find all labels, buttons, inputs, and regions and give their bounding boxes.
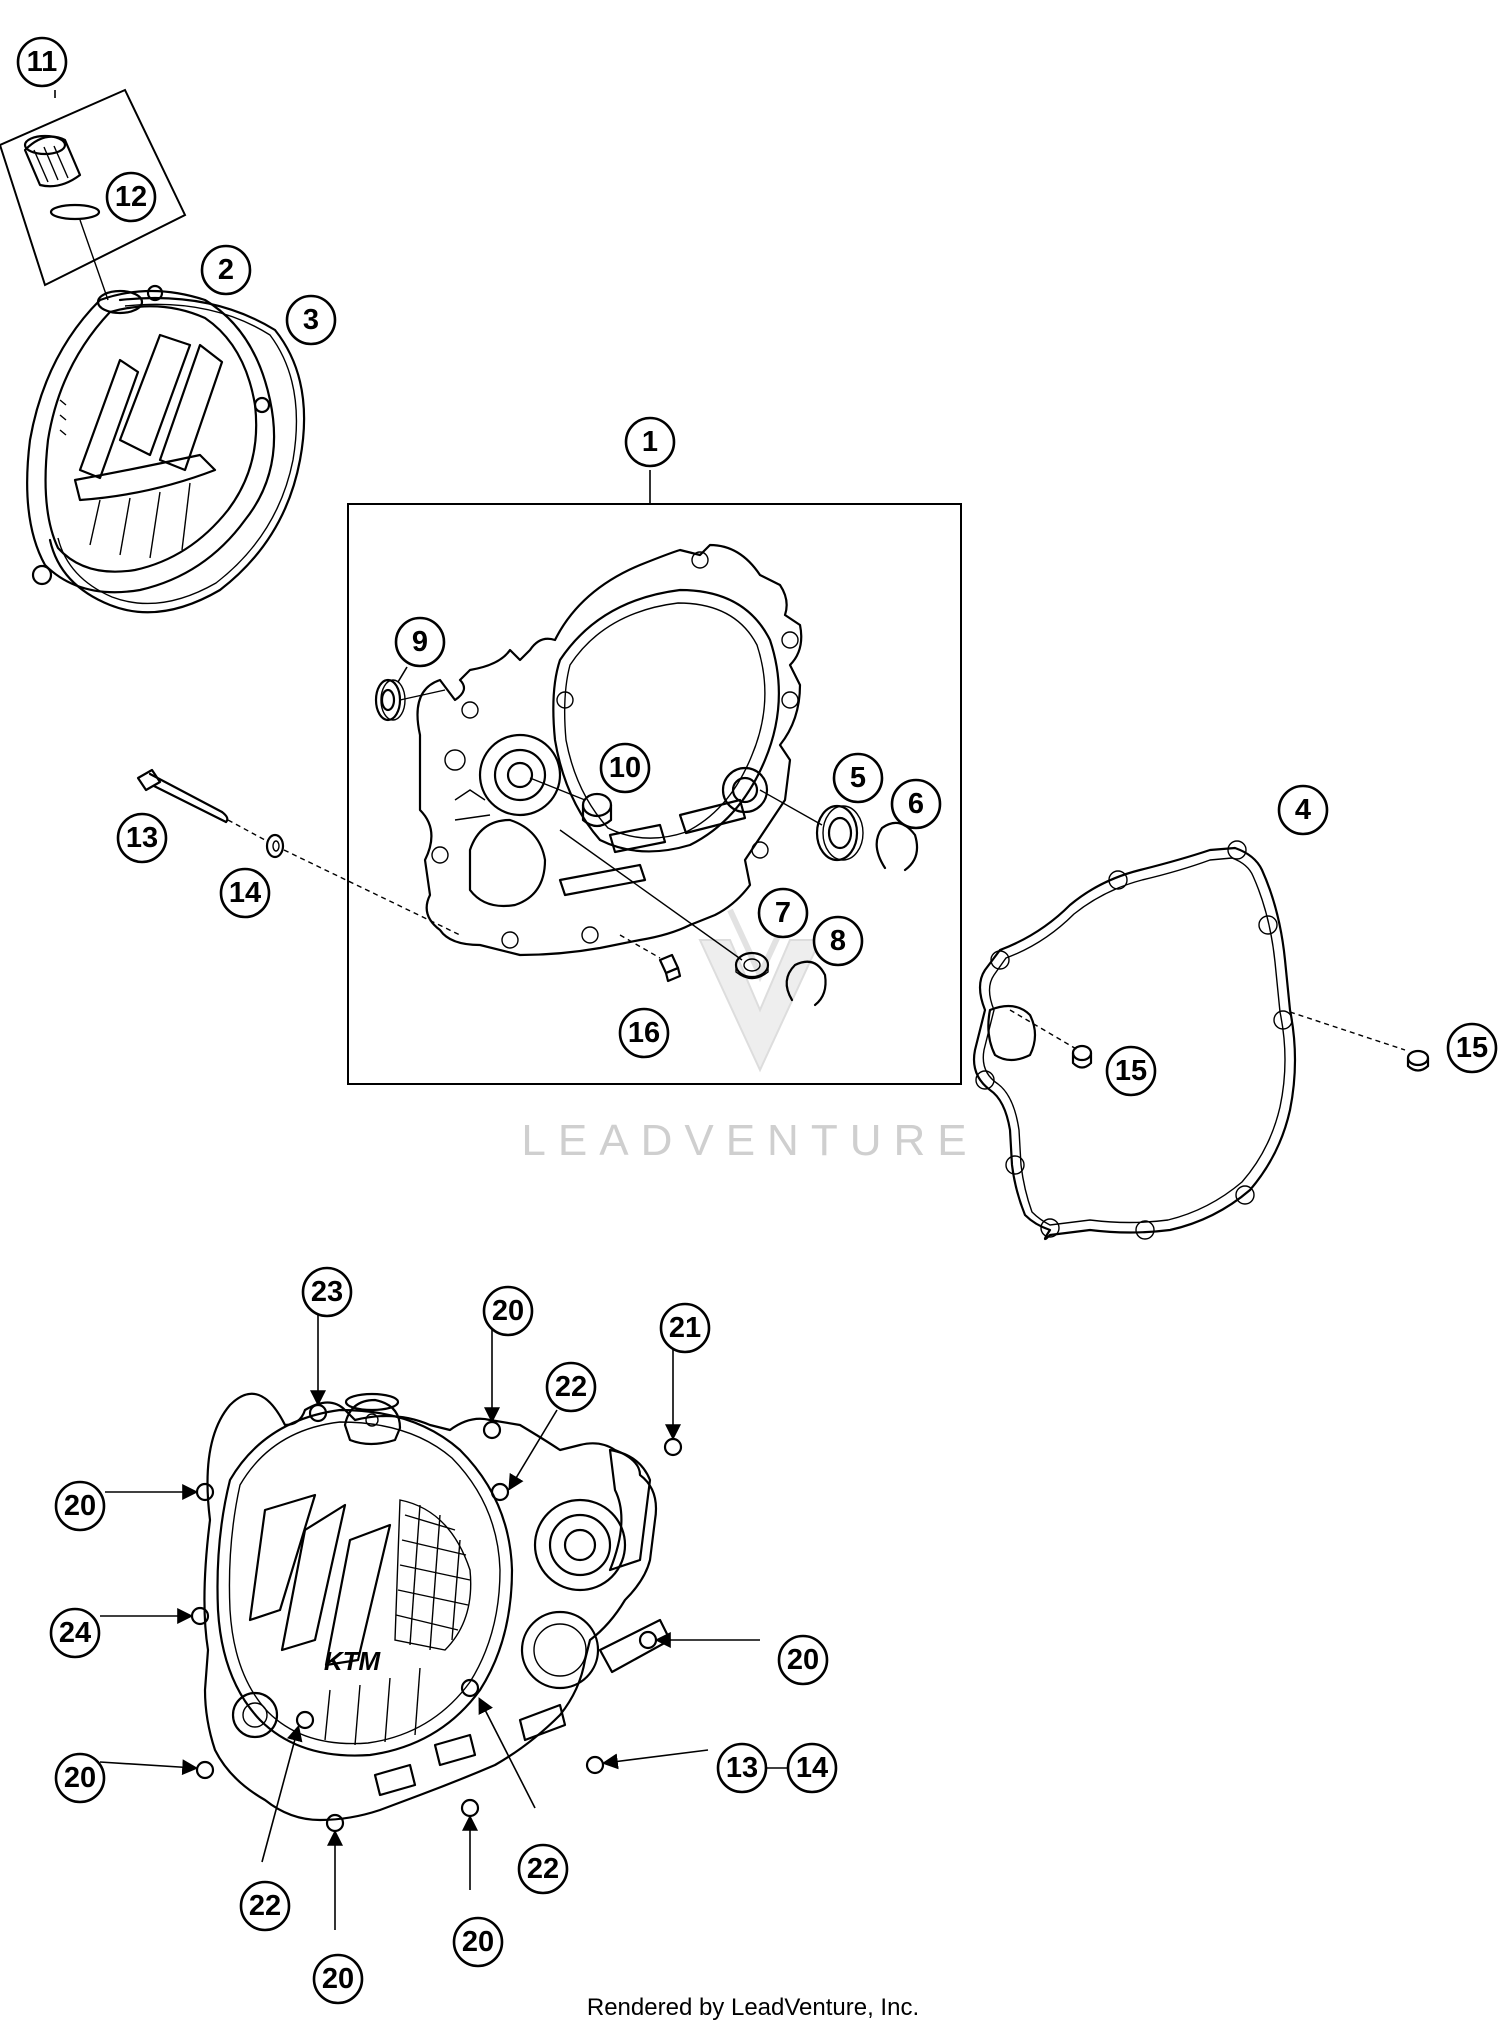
callout-20-bottom-right: 20: [452, 1916, 504, 1968]
svg-text:12: 12: [115, 181, 147, 213]
dowel-15-left: [1071, 1044, 1093, 1069]
svg-text:20: 20: [64, 1490, 96, 1522]
cover-bolts: [190, 1403, 683, 1833]
svg-text:3: 3: [303, 304, 319, 336]
svg-text:15: 15: [1456, 1032, 1488, 1064]
svg-text:2: 2: [218, 254, 234, 286]
callout-13-bottom: 13: [716, 1742, 768, 1794]
bearing-5: [815, 804, 864, 862]
vent-mesh: [394, 1499, 472, 1651]
plug-group-frame: [0, 88, 187, 287]
callout-8: 8: [812, 915, 864, 967]
callout-20-top: 20: [482, 1285, 534, 1337]
callout-7: 7: [757, 887, 809, 939]
svg-text:20: 20: [492, 1295, 524, 1327]
svg-text:1: 1: [642, 426, 658, 458]
callout-6: 6: [890, 778, 942, 830]
callout-20-bottom-left: 20: [312, 1953, 364, 2005]
circlip-8: [785, 960, 827, 1007]
assembled-clutch-cover: KTM: [203, 1392, 672, 1822]
inner-clutch-cover-assembly: [347, 470, 962, 1085]
svg-text:4: 4: [1295, 794, 1311, 826]
callout-13: 13: [116, 812, 168, 864]
svg-text:8: 8: [830, 925, 846, 957]
svg-text:6: 6: [908, 788, 924, 820]
callout-23: 23: [301, 1266, 353, 1318]
callout-21: 21: [659, 1302, 711, 1354]
svg-text:7: 7: [775, 897, 791, 929]
watermark-text: LEADVENTURE: [521, 1116, 978, 1165]
upper-leaders: [54, 90, 408, 683]
callout-15-left: 15: [1105, 1045, 1157, 1097]
outer-cover-o-ring: [48, 296, 306, 614]
svg-text:16: 16: [628, 1017, 660, 1049]
credit-text: Rendered by LeadVenture, Inc.: [587, 1994, 919, 2021]
callout-10: 10: [599, 742, 651, 794]
cover-logo: KTM: [324, 1646, 382, 1676]
callout-12: 12: [105, 171, 157, 223]
callout-20-left-lower: 20: [54, 1752, 106, 1804]
svg-text:23: 23: [311, 1276, 343, 1308]
svg-text:11: 11: [27, 46, 58, 78]
callout-2: 2: [200, 244, 252, 296]
plug-o-ring: [49, 203, 101, 221]
callouts: 11 12 2 3 1 9 10 5 6 4 13 14 7 8 16 15 1…: [16, 36, 1498, 2005]
svg-text:20: 20: [322, 1963, 354, 1995]
svg-text:10: 10: [609, 752, 641, 784]
callout-22-right: 22: [517, 1843, 569, 1895]
assembly-frame: [347, 503, 962, 1085]
svg-text:22: 22: [555, 1371, 587, 1403]
outer-clutch-cover-group: [0, 88, 306, 614]
svg-text:9: 9: [412, 626, 428, 658]
svg-text:14: 14: [796, 1752, 828, 1784]
callout-14: 14: [219, 867, 271, 919]
svg-text:13: 13: [126, 822, 158, 854]
callout-1: 1: [624, 416, 676, 468]
circlip-6: [875, 821, 919, 872]
filler-cap: [343, 1392, 402, 1446]
callout-20-left-upper: 20: [54, 1480, 106, 1532]
callout-14-bottom: 14: [786, 1742, 838, 1794]
callout-11: 11: [16, 36, 68, 88]
outer-clutch-cover: [26, 284, 276, 594]
svg-text:22: 22: [249, 1890, 281, 1922]
callout-15-right: 15: [1446, 1022, 1498, 1074]
filler-plug: [23, 134, 82, 188]
callout-24: 24: [49, 1607, 101, 1659]
bushing-10: [581, 792, 613, 828]
svg-text:22: 22: [527, 1853, 559, 1885]
watermark: LEADVENTURE: [521, 908, 978, 1165]
svg-text:20: 20: [64, 1762, 96, 1794]
seal-7: [734, 951, 770, 980]
callout-22-left: 22: [239, 1880, 291, 1932]
dowel-15-right: [1406, 1049, 1430, 1072]
bolt-13: [136, 768, 229, 824]
callout-22-top: 22: [545, 1361, 597, 1413]
svg-text:13: 13: [726, 1752, 758, 1784]
callout-16: 16: [618, 1007, 670, 1059]
svg-text:14: 14: [229, 877, 261, 909]
svg-text:24: 24: [59, 1617, 91, 1649]
svg-text:15: 15: [1115, 1055, 1147, 1087]
callout-20-right: 20: [777, 1634, 829, 1686]
svg-text:20: 20: [787, 1644, 819, 1676]
svg-text:20: 20: [462, 1926, 494, 1958]
callout-3: 3: [285, 294, 337, 346]
plug-16: [658, 953, 682, 983]
svg-text:5: 5: [850, 762, 866, 794]
bottom-leaders: [99, 1310, 760, 1930]
svg-text:21: 21: [669, 1312, 701, 1344]
callout-4: 4: [1277, 784, 1329, 836]
callout-5: 5: [832, 752, 884, 804]
callout-9: 9: [394, 616, 446, 668]
washer-14: [265, 833, 285, 859]
cover-gasket-4: [972, 840, 1297, 1241]
